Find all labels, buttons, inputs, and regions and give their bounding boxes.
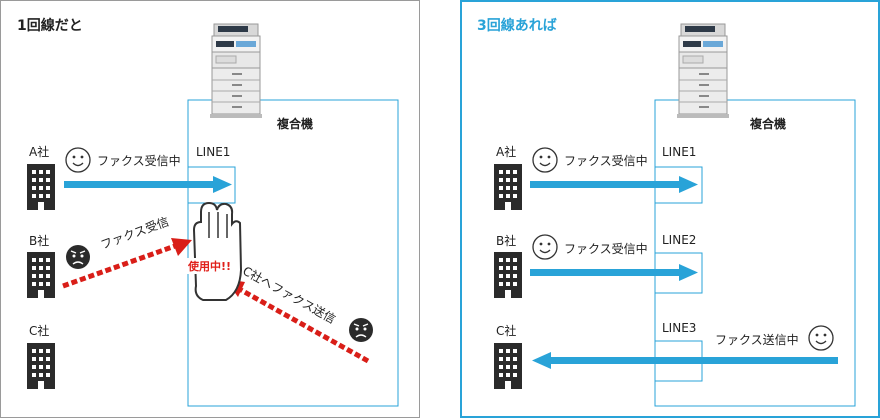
panel-three-lines: 3回線あれば [460, 0, 880, 418]
in-use-label: 使用中!! [187, 258, 233, 274]
arrow-c-right [532, 352, 838, 369]
company-a-label: A社 [29, 145, 50, 159]
msg-c: ファクス送信中 [715, 333, 799, 347]
arrow-b-left [62, 238, 192, 289]
panel-title: 3回線あれば [477, 18, 557, 34]
arrow-a-left [64, 176, 232, 193]
arrow-a-right [530, 176, 698, 193]
panel-title: 1回線だと [17, 18, 83, 34]
company-c-label: C社 [496, 324, 517, 338]
line1-label: LINE1 [662, 145, 697, 159]
msg-b: ファクス受信中 [564, 242, 648, 256]
line3-label: LINE3 [662, 321, 697, 335]
line1-label: LINE1 [196, 145, 231, 159]
mfp-label: 複合機 [277, 117, 314, 131]
hand-stop-icon [192, 201, 243, 301]
line2-label: LINE2 [662, 233, 697, 247]
company-a-label: A社 [496, 145, 517, 159]
mfp-box-left [187, 99, 399, 407]
company-b-label: B社 [29, 234, 50, 248]
msg-a: ファクス受信中 [564, 154, 648, 168]
company-b-label: B社 [496, 234, 517, 248]
msg-a: ファクス受信中 [97, 154, 181, 168]
mfp-label: 複合機 [750, 117, 787, 131]
arrow-b-right [530, 264, 698, 281]
panel-one-line: 1回線だと [0, 0, 420, 418]
company-c-label: C社 [29, 324, 50, 338]
